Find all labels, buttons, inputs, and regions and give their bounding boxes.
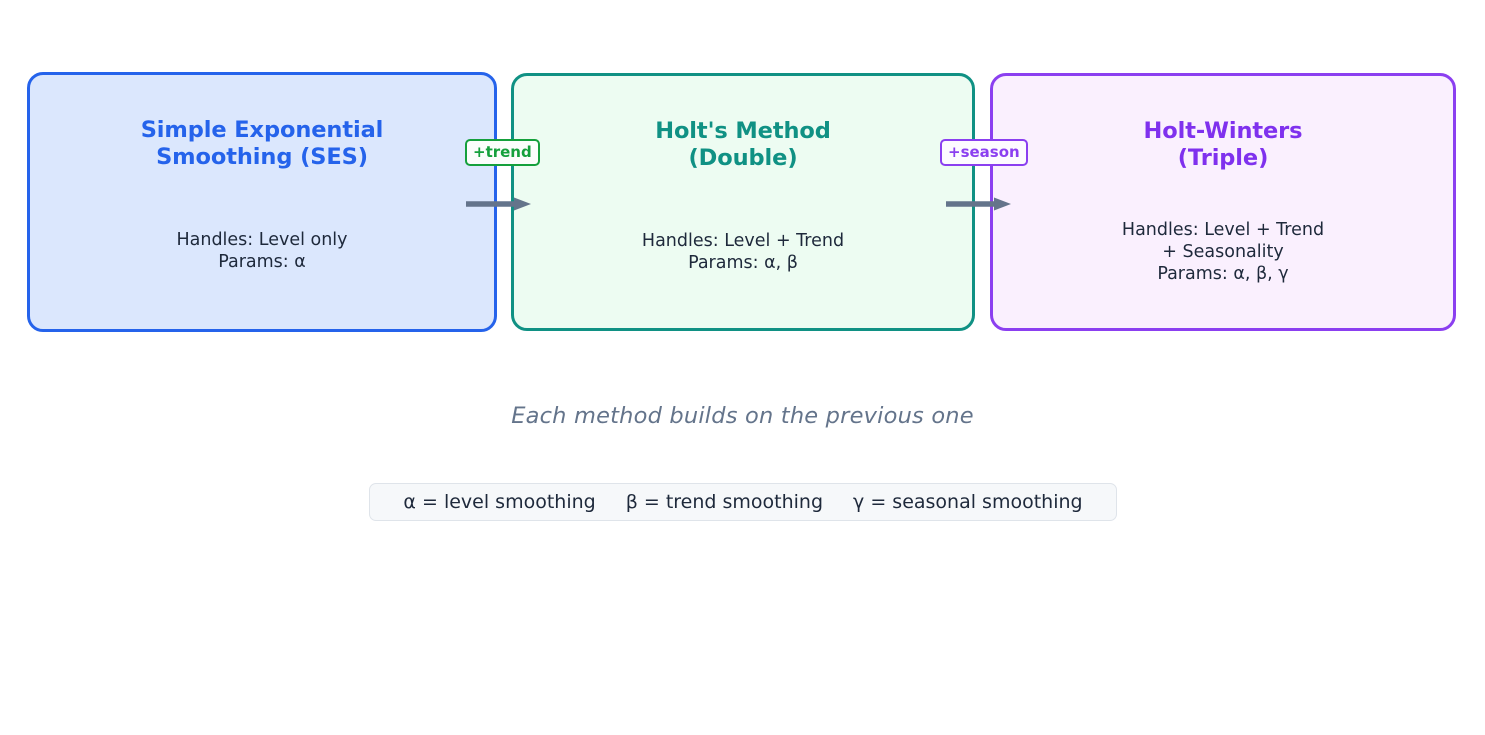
edge-label-trend[interactable]: +trend <box>465 139 540 166</box>
method-box-holt-winters[interactable]: Holt-Winters (Triple) Handles: Level + T… <box>990 73 1456 331</box>
parameter-legend: α = level smoothing β = trend smoothing … <box>369 483 1117 521</box>
method-box-holt-body: Handles: Level + Trend Params: α, β <box>641 231 845 273</box>
method-box-holt-winters-title: Holt-Winters (Triple) <box>1143 118 1303 171</box>
arrow-holt-to-holt-winters-icon <box>946 197 1011 211</box>
legend-item-gamma: γ = seasonal smoothing <box>853 491 1083 513</box>
diagram-caption: Each method builds on the previous one <box>511 403 974 429</box>
edge-label-season[interactable]: +season <box>940 139 1028 166</box>
legend-item-alpha: α = level smoothing <box>403 491 596 513</box>
method-box-holt-winters-body: Handles: Level + Trend + Seasonality Par… <box>1121 220 1325 284</box>
method-box-ses[interactable]: Simple Exponential Smoothing (SES) Handl… <box>27 72 497 332</box>
method-box-holt-title: Holt's Method (Double) <box>655 118 831 171</box>
method-box-ses-body: Handles: Level only Params: α <box>176 230 348 272</box>
method-box-ses-title: Simple Exponential Smoothing (SES) <box>140 117 384 170</box>
method-box-holt[interactable]: Holt's Method (Double) Handles: Level + … <box>511 73 975 331</box>
arrow-ses-to-holt-icon <box>466 197 531 211</box>
legend-item-beta: β = trend smoothing <box>625 491 824 513</box>
